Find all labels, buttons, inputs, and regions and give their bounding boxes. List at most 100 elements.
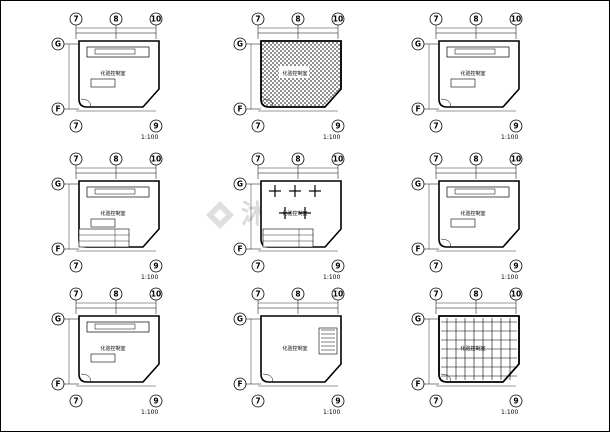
grid-bubble-bottom-label: 9 — [513, 397, 518, 406]
grid-bubble-top — [69, 152, 83, 166]
grid-bubble-G-label: G — [55, 315, 61, 324]
room-wall — [260, 315, 342, 383]
grid-bubble-top-label: 10 — [151, 15, 161, 24]
grid-bubble-F-label: F — [55, 105, 60, 114]
grid-bubble-bottom — [149, 259, 163, 273]
grid-bubble-bottom-label: 7 — [433, 397, 438, 406]
grid-bubble-bottom-label: 7 — [255, 397, 260, 406]
grid-bubble-bottom — [509, 394, 523, 408]
grid-bubble-bottom — [69, 394, 83, 408]
grid-bubble-bottom-label: 9 — [513, 122, 518, 131]
door-swing — [80, 98, 92, 108]
lab-counter — [86, 321, 150, 333]
grid-bubble-top-label: 7 — [433, 15, 438, 24]
door-swing — [440, 238, 452, 248]
lab-sink — [454, 188, 496, 195]
grid-bubble-top — [149, 12, 163, 26]
grid-bubble-top-label: 8 — [295, 155, 300, 164]
grid-bubble-G-label: G — [237, 180, 243, 189]
grid-bubble-top — [109, 287, 123, 301]
grid-bubble-G-label: G — [55, 180, 61, 189]
lab-bench — [90, 78, 116, 88]
grid-bubble-top-label: 7 — [255, 15, 260, 24]
grid-bubble-top — [291, 12, 305, 26]
scale-label: 1:100 — [323, 134, 340, 141]
grid-bubble-bottom-label: 9 — [153, 397, 158, 406]
lab-sink — [454, 48, 496, 55]
grid-bubble-bottom-label: 9 — [153, 122, 158, 131]
grid-bubble-bottom-label: 9 — [335, 262, 340, 271]
grid-bubble-top-label: 7 — [73, 155, 78, 164]
grid-bubble-top-label: 7 — [73, 290, 78, 299]
grid-bubble-top — [251, 287, 265, 301]
grid-bubble-G-label: G — [415, 315, 421, 324]
grid-bubble-top — [469, 287, 483, 301]
grid-bubble-top-label: 7 — [255, 290, 260, 299]
room-label: 化验控制室 — [460, 70, 485, 77]
grid-bubble-bottom — [429, 259, 443, 273]
room-label: 化验控制室 — [282, 210, 307, 217]
grid-bubble-F-label: F — [237, 105, 242, 114]
grid-bubble-bottom-label: 7 — [73, 122, 78, 131]
grid-bubble-top — [469, 152, 483, 166]
grid-bubble-top — [291, 152, 305, 166]
grid-bubble-bottom-label: 9 — [513, 262, 518, 271]
label-mask — [279, 66, 309, 78]
door-swing — [440, 373, 452, 383]
legend-table-p5 — [262, 228, 314, 248]
grid-bubble-top — [429, 12, 443, 26]
door-swing — [262, 98, 274, 108]
lab-counter — [446, 186, 510, 198]
grid-bubble-bottom — [331, 119, 345, 133]
scale-label: 1:100 — [141, 274, 158, 281]
room-wall — [438, 315, 520, 383]
room-label: 化验控制室 — [100, 70, 125, 77]
grid-bubble-top-label: 7 — [433, 290, 438, 299]
grid-bubble-top-label: 7 — [255, 155, 260, 164]
lab-bench — [90, 353, 116, 363]
grid-bubble-bottom-label: 7 — [255, 262, 260, 271]
grid-bubble-bottom-label: 7 — [73, 397, 78, 406]
grid-bubble-top — [429, 152, 443, 166]
grid-bubble-top — [109, 12, 123, 26]
grid-bubble-top — [69, 12, 83, 26]
grid-bubble-bottom — [149, 394, 163, 408]
grid-bubble-F-label: F — [415, 105, 420, 114]
lab-sink — [94, 323, 136, 330]
grid-bubble-top — [469, 12, 483, 26]
grid-bubble-bottom-label: 7 — [255, 122, 260, 131]
grid-bubble-top-label: 7 — [433, 155, 438, 164]
lab-bench — [450, 78, 476, 88]
grid-bubble-bottom — [429, 394, 443, 408]
grid-bubble-top — [149, 287, 163, 301]
scale-label: 1:100 — [501, 274, 518, 281]
stair — [318, 327, 338, 355]
lab-bench — [90, 218, 116, 228]
room-wall — [438, 180, 520, 248]
scale-label: 1:100 — [323, 274, 340, 281]
grid-bubble-top-label: 8 — [113, 290, 118, 299]
grid-bubble-bottom — [251, 119, 265, 133]
grid-bubble-top-label: 8 — [295, 15, 300, 24]
grid-bubble-bottom — [331, 394, 345, 408]
grid-bubble-top-label: 8 — [473, 155, 478, 164]
grid-bubble-F-label: F — [55, 380, 60, 389]
grid-bubble-top — [251, 12, 265, 26]
door-swing — [440, 98, 452, 108]
grid-bubble-F-label: F — [415, 245, 420, 254]
grid-bubble-bottom-label: 7 — [433, 262, 438, 271]
grid-bubble-top-label: 10 — [333, 290, 343, 299]
grid-bubble-bottom — [251, 394, 265, 408]
room-wall — [438, 40, 520, 108]
grid-bubble-top — [149, 152, 163, 166]
grid-bubble-bottom — [509, 119, 523, 133]
scale-label: 1:100 — [323, 409, 340, 416]
room-wall — [78, 40, 160, 108]
room-label: 化验控制室 — [100, 345, 125, 352]
